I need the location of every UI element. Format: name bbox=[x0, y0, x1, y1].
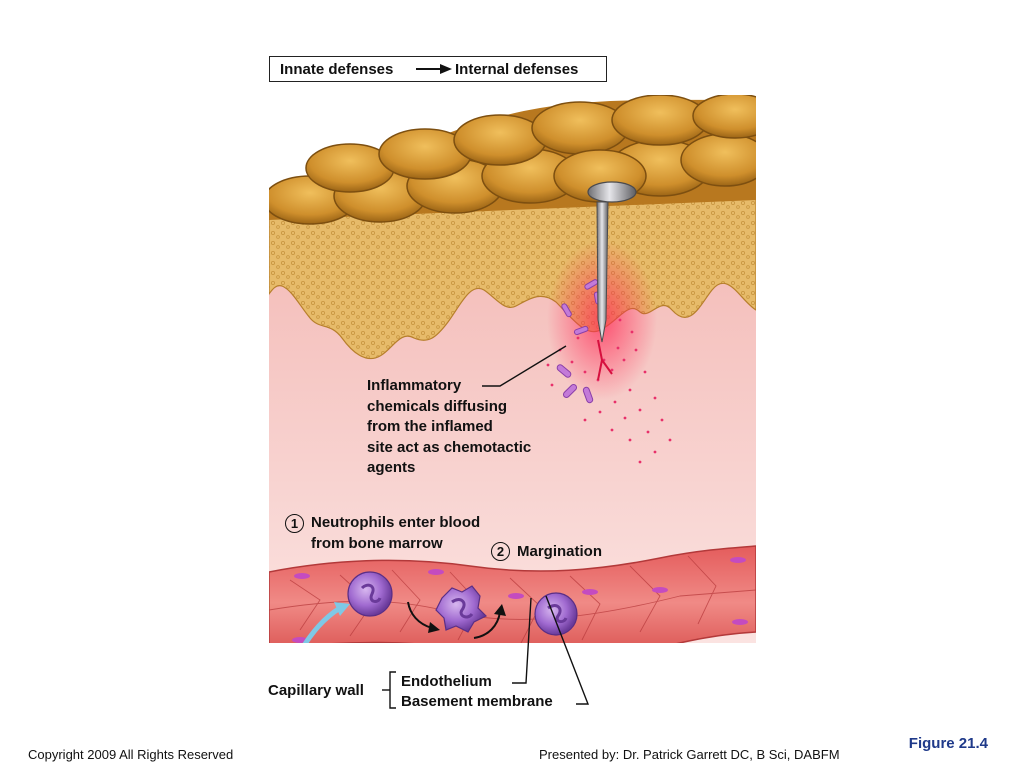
inflammatory-line-5: agents bbox=[367, 458, 531, 479]
inflammatory-chemicals-label: Inflammatory chemicals diffusing from th… bbox=[367, 376, 531, 479]
inflammatory-line-2: chemicals diffusing bbox=[367, 397, 531, 418]
inflammatory-line-4: site act as chemotactic bbox=[367, 438, 531, 459]
step-1-line-1: Neutrophils enter blood bbox=[311, 513, 480, 534]
margination-label: Margination bbox=[517, 542, 602, 563]
step-1-label: Neutrophils enter blood from bone marrow bbox=[311, 513, 480, 554]
basement-membrane-label: Basement membrane bbox=[401, 692, 553, 713]
step-1-line-2: from bone marrow bbox=[311, 534, 480, 555]
step-1-number: 1 bbox=[285, 514, 304, 533]
inflammatory-line-1: Inflammatory bbox=[367, 376, 531, 397]
capillary-wall-label: Capillary wall bbox=[268, 681, 364, 702]
neutrophil-1 bbox=[348, 572, 392, 616]
figure-number: Figure 21.4 bbox=[909, 735, 988, 752]
copyright-text: Copyright 2009 All Rights Reserved bbox=[28, 747, 233, 762]
endothelium-label: Endothelium bbox=[401, 672, 492, 693]
step-2-number: 2 bbox=[491, 542, 510, 561]
inflammatory-line-3: from the inflamed bbox=[367, 417, 531, 438]
neutrophil-3 bbox=[535, 593, 577, 635]
presenter-text: Presented by: Dr. Patrick Garrett DC, B … bbox=[539, 747, 840, 762]
